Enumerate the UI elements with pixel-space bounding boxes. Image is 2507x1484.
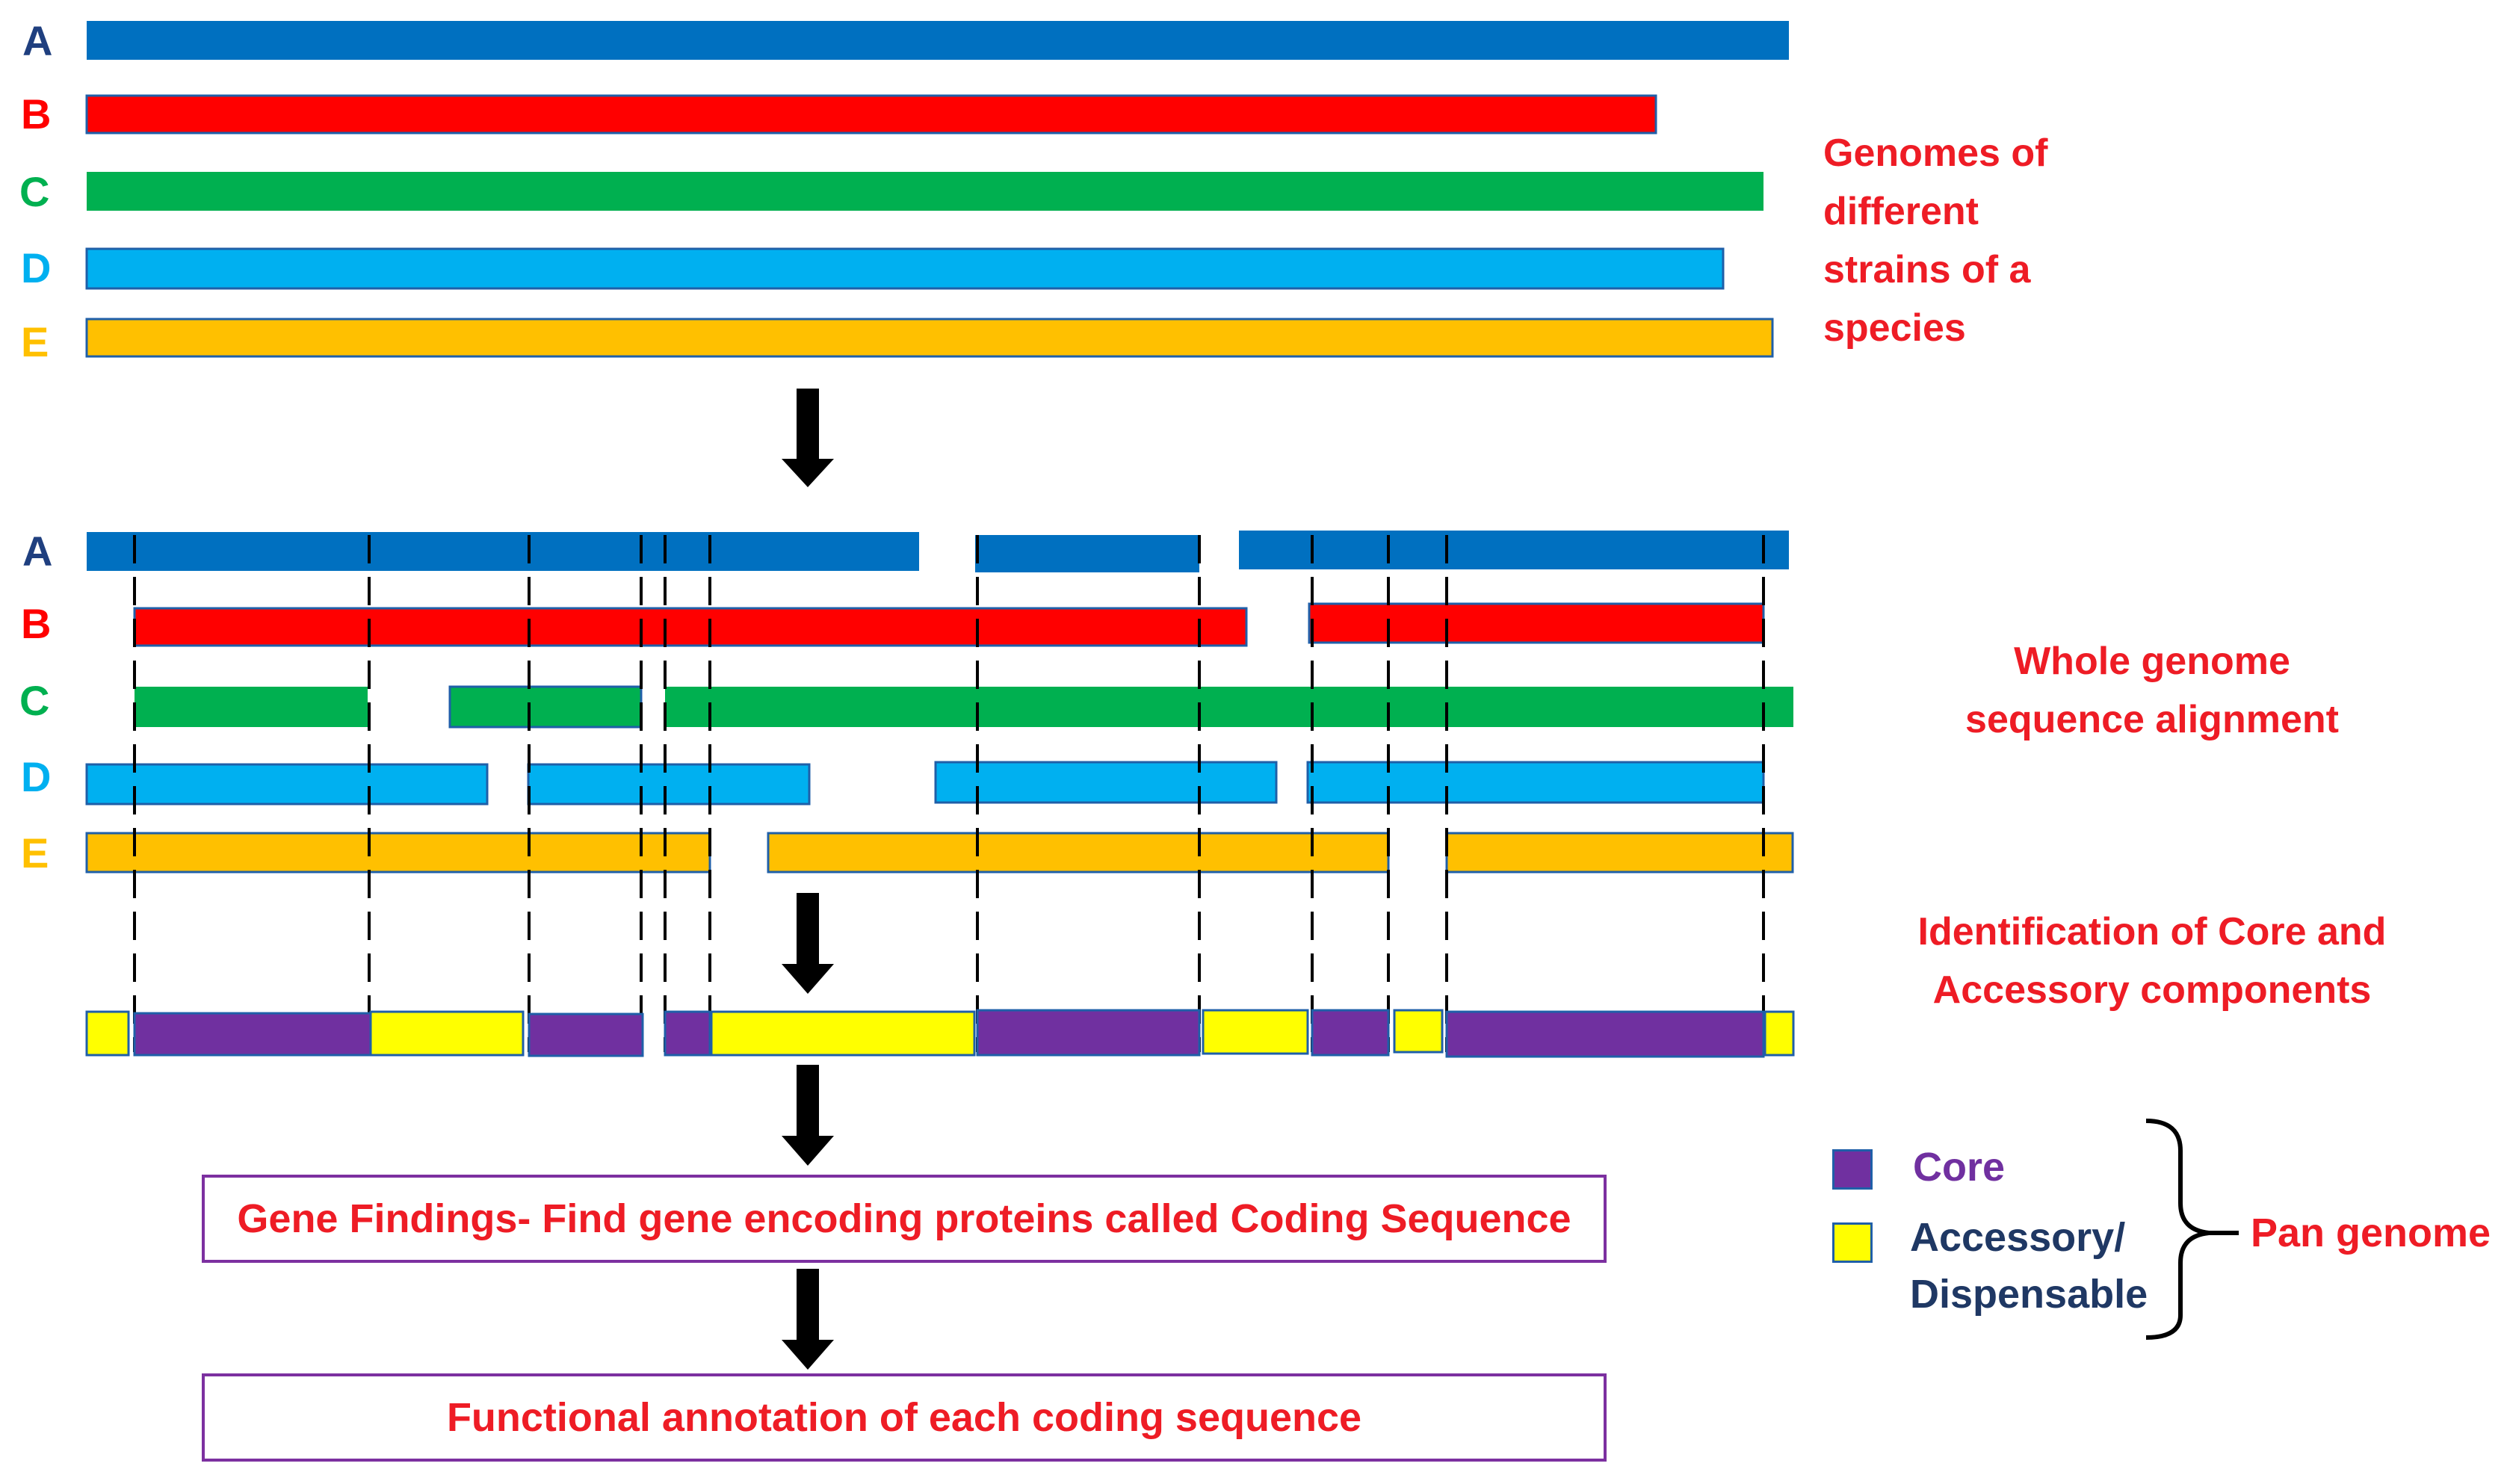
caption-genomes-line2: strains of a species	[1823, 248, 2031, 350]
legend-accessory-swatch	[1832, 1222, 1873, 1263]
down-arrow-icon	[782, 389, 834, 487]
aligned-segment-e	[1445, 832, 1794, 874]
down-arrow-icon	[782, 1269, 834, 1370]
curly-brace-icon	[2145, 1119, 2210, 1340]
caption-identification-line1: Identification of Core and	[1917, 910, 2387, 953]
accessory-segment	[1763, 1010, 1795, 1057]
caption-identification: Identification of Core and Accessory com…	[1883, 903, 2421, 1019]
aligned-segment-c	[665, 687, 1793, 727]
strain-label-e-top: E	[21, 318, 49, 365]
strain-label-a-align: A	[22, 528, 53, 575]
core-segment	[1445, 1010, 1765, 1058]
strain-label-b-align: B	[21, 600, 52, 647]
core-segment	[976, 1009, 1201, 1057]
aligned-segment-d	[85, 763, 489, 806]
strain-label-a-top: A	[22, 17, 53, 64]
strain-label-d-align: D	[21, 753, 52, 800]
accessory-segment	[85, 1010, 130, 1057]
legend-core-swatch	[1832, 1149, 1873, 1190]
legend-accessory-label: Accessory/ Dispensable	[1910, 1209, 2148, 1323]
strain-label-d-top: D	[21, 244, 52, 291]
accessory-segment	[710, 1010, 976, 1057]
accessory-segment	[1202, 1009, 1309, 1055]
strain-label-b-top: B	[21, 90, 52, 137]
aligned-segment-d	[934, 761, 1278, 804]
strain-label-c-align: C	[19, 677, 50, 724]
aligned-segment-e	[767, 832, 1390, 874]
core-segment	[664, 1010, 711, 1057]
genome-bar-a	[87, 21, 1789, 60]
aligned-segment-d	[1306, 761, 1765, 804]
core-segment	[528, 1012, 644, 1057]
caption-alignment-line1: Whole genome	[2014, 640, 2290, 683]
aligned-segment-c	[448, 685, 643, 729]
legend-core-label: Core	[1913, 1145, 2006, 1190]
aligned-segment-a	[975, 535, 1199, 572]
genome-bar-c	[87, 172, 1763, 211]
aligned-segment-b	[1308, 602, 1765, 644]
legend-accessory-line1: Accessory/	[1910, 1215, 2126, 1260]
legend-accessory-line2: Dispensable	[1910, 1272, 2148, 1317]
aligned-segment-b	[133, 607, 1248, 647]
strain-label-e-align: E	[21, 829, 49, 877]
down-arrow-icon	[782, 1065, 834, 1166]
aligned-segment-a	[87, 532, 919, 571]
accessory-segment	[1393, 1009, 1444, 1054]
aligned-segment-d	[527, 763, 811, 806]
accessory-segment	[369, 1010, 525, 1057]
aligned-segment-c	[135, 687, 368, 727]
core-accessory-bar	[85, 1009, 1795, 1058]
core-segment	[1311, 1009, 1390, 1057]
genome-bar-b	[85, 94, 1657, 135]
caption-identification-line2: Accessory components	[1932, 968, 2372, 1012]
core-segment	[133, 1012, 372, 1057]
functional-annotation-box: Functional annotation of each coding seq…	[202, 1373, 1607, 1462]
caption-alignment-line2: sequence alignment	[1965, 698, 2339, 741]
aligned-segment-e	[85, 832, 711, 874]
genome-bar-e	[85, 318, 1774, 358]
caption-genomes: Genomes of different strains of a specie…	[1823, 124, 2182, 357]
caption-genomes-line1: Genomes of different	[1823, 132, 2048, 233]
down-arrow-icon	[782, 893, 834, 994]
gene-finding-box: Gene Findings- Find gene encoding protei…	[202, 1175, 1607, 1263]
legend-pan-genome-label: Pan genome	[2251, 1211, 2491, 1255]
alignment-boundary-lines	[133, 535, 1765, 1052]
aligned-segment-a	[1239, 531, 1789, 569]
strain-label-c-top: C	[19, 168, 50, 215]
genome-bar-d	[85, 247, 1725, 290]
caption-alignment: Whole genome sequence alignment	[1913, 632, 2391, 749]
